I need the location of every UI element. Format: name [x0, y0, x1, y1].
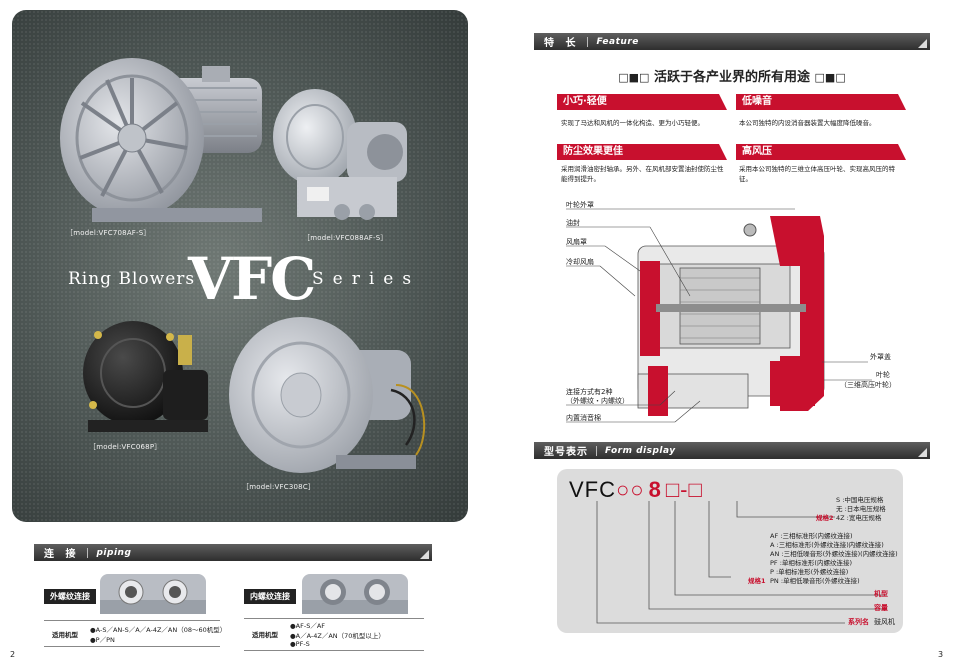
bar-corner-icon	[918, 39, 927, 48]
internal-divider-bottom	[244, 650, 424, 651]
label-impeller-casing: 叶轮外罩	[566, 201, 594, 209]
blower-vfc708af-image	[60, 58, 262, 222]
brand-prefix: Ring Blowers	[68, 269, 196, 289]
feature-4-title: 高风压	[736, 144, 906, 160]
feature-4-body: 采用本公司独特的三维立体高压叶轮、实现高风压的特征。	[739, 165, 895, 183]
diagram-leader-lines	[566, 208, 872, 423]
feature-2-body: 本公司独特的内设消音器装置大幅度降低噪音。	[739, 119, 876, 127]
headline-deco-right: □■□	[814, 71, 846, 84]
model-label-3: ［model:VFC068P］	[89, 443, 162, 451]
feature-title-en: Feature	[587, 36, 638, 47]
feature-title-cn: 特 长	[544, 38, 580, 49]
external-thread-tag: 外螺纹连接	[44, 589, 96, 604]
spec1-line-2: A :三相标准形(外螺纹连接)内螺纹连接)	[770, 541, 884, 549]
label-fan-cover: 风扇罩	[566, 238, 587, 246]
label-connection-note: （外螺纹・内螺纹）	[566, 397, 629, 405]
series-name-value: 鼓风机	[874, 618, 895, 626]
label-impeller-note: （三维高压叶轮）	[840, 381, 896, 389]
piping-title-en: piping	[87, 547, 131, 558]
headline: □■□ 活跃于各产业界的所有用途 □■□	[534, 66, 930, 85]
spec2-line-2: 无 :日本电压规格	[836, 505, 886, 513]
external-applicable-line-1: ●A-S／AN-S／A／A-4Z／AN（08～60机型）	[90, 626, 227, 634]
form-display-bar: 型号表示 Form display	[534, 442, 930, 459]
page-number-left: 2	[10, 650, 16, 659]
headline-text: 活跃于各产业界的所有用途	[653, 70, 810, 85]
spec1-line-4: PF :单相标准形(内螺纹连接)	[770, 559, 852, 567]
internal-applicable-line-1: ●AF-S／AF	[290, 622, 326, 630]
spec2-line-1: S :中国电压规格	[836, 496, 884, 504]
spec1-label: 规格1	[748, 577, 766, 585]
internal-thread-image	[302, 574, 408, 614]
model-label-4: ［model:VFC308C］	[242, 483, 316, 491]
spec2-line-3: 4Z :宽电压规格	[836, 514, 882, 522]
form-code: VFC○○8□-□	[569, 477, 703, 503]
feature-1-title: 小巧·轻便	[557, 94, 727, 110]
internal-applicable-line-2: ●A／A-4Z／AN（70机型以上）	[290, 632, 385, 640]
bar-corner-icon	[918, 448, 927, 457]
label-connection: 连接方式有2种	[566, 388, 613, 396]
internal-divider	[244, 618, 424, 619]
bar-corner-icon	[420, 550, 429, 559]
piping-section-bar: 连 接 piping	[34, 544, 432, 561]
blower-vfc068p-image	[83, 321, 208, 432]
spec1-line-3: AN :三相低噪音形(外螺纹连接)(内螺纹连接)	[770, 550, 898, 558]
label-silencer: 内置消音棉	[566, 414, 601, 422]
model-label-1: ［model:VFC708AF-S］	[66, 229, 151, 237]
form-title-cn: 型号表示	[544, 447, 588, 458]
spec1-line-1: AF :三相标准形(内螺纹连接)	[770, 532, 853, 540]
external-applicable-label: 适用机型	[52, 631, 78, 639]
code-box2: □	[688, 477, 703, 502]
internal-applicable-label: 适用机型	[252, 631, 278, 639]
cover-panel: ［model:VFC708AF-S］ ［model:VFC088AF-S］ Ri…	[12, 10, 468, 522]
internal-applicable-line-3: ●PF-S	[290, 640, 310, 648]
model-label-2: ［model:VFC088AF-S］	[303, 234, 388, 242]
form-leader-lines	[596, 501, 887, 624]
form-display-panel	[557, 469, 903, 633]
feature-2-title: 低噪音	[736, 94, 906, 110]
label-cooling-fan: 冷却风扇	[566, 258, 594, 266]
spec1-line-5: P :单相标准形(外螺纹连接)	[770, 568, 849, 576]
external-applicable-line-2: ●P／PN	[90, 636, 115, 644]
blower-vfc308c-image	[229, 317, 426, 473]
label-impeller: 叶轮	[876, 371, 890, 379]
feature-3-title: 防尘效果更佳	[557, 144, 727, 160]
code-dash: -	[680, 477, 689, 502]
blower-vfc088af-image	[273, 89, 407, 220]
form-title-en: Form display	[596, 445, 676, 456]
label-outer-cover: 外罩盖	[870, 353, 891, 361]
capacity-label: 容量	[874, 604, 888, 612]
spec2-label: 规格2	[816, 514, 834, 522]
feature-1-body: 实现了马达和风机的一体化构造、更为小巧轻便。	[561, 119, 704, 127]
external-thread-image	[100, 574, 206, 614]
code-vfc: VFC	[569, 477, 616, 502]
brand-main: VFC	[188, 245, 316, 313]
series-name-label: 系列名	[848, 618, 869, 626]
feature-section-bar: 特 长 Feature	[534, 33, 930, 50]
code-eight: 8	[648, 477, 662, 502]
cross-section-diagram	[637, 216, 825, 416]
brand-suffix: Series	[312, 269, 421, 289]
label-oil-seal: 油封	[566, 219, 580, 227]
code-box1: □	[665, 477, 681, 502]
piping-title-cn: 连 接	[44, 549, 80, 560]
headline-deco-left: □■□	[618, 71, 650, 84]
page-number-right: 3	[938, 650, 944, 659]
spec1-line-6: PN :单相低噪音形(外螺纹连接)	[770, 577, 860, 585]
feature-3-body: 采用润滑油密封轴承。另外、在风机部安置油封使防尘性能得到提升。	[561, 165, 724, 183]
machine-type-label: 机型	[874, 590, 888, 598]
internal-thread-tag: 内螺纹连接	[244, 589, 296, 604]
external-divider	[44, 620, 220, 621]
external-divider-bottom	[44, 646, 220, 647]
code-circles: ○○	[616, 477, 645, 502]
